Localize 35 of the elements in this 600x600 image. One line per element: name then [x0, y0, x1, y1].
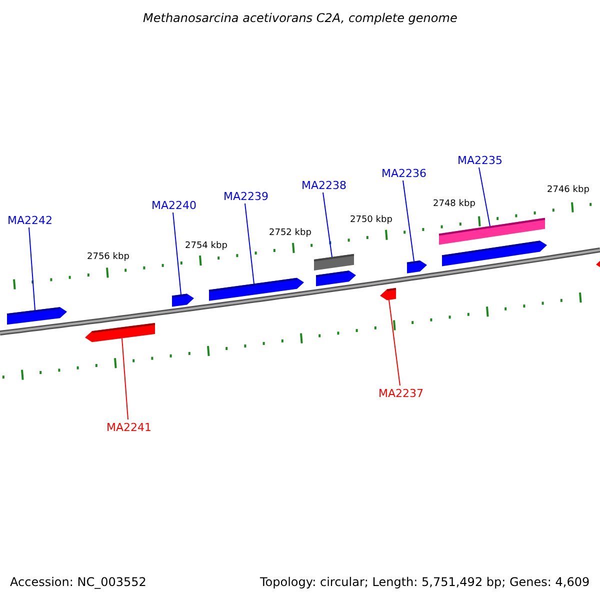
gene-label: MA2242 — [8, 214, 53, 226]
gene-block — [442, 240, 547, 266]
leader-line — [478, 167, 490, 227]
scale-label: 2756 kbp — [87, 250, 130, 264]
feature-bar — [314, 254, 354, 270]
leader-line — [244, 203, 254, 284]
gene-block — [380, 288, 396, 300]
gene-block — [406, 260, 427, 274]
gene-label: MA2237 — [378, 386, 424, 400]
gene-label: MA2241 — [106, 420, 152, 434]
leader-line — [28, 227, 36, 311]
gene-label: MA2240 — [152, 198, 197, 212]
gene-block — [208, 278, 304, 301]
gene-block — [85, 322, 156, 342]
scale-label: 2746 kbp — [547, 184, 590, 196]
leader-line — [172, 212, 182, 296]
leader-line — [122, 338, 128, 420]
footer-text: Topology: circular; Length: 5,751,492 bp; Genes: 4,609 — [260, 576, 590, 588]
leader-line — [388, 299, 400, 386]
gene-block — [6, 307, 67, 325]
gene-label: MA2236 — [382, 166, 427, 180]
feature-bar — [438, 218, 546, 245]
scale-label: 2750 kbp — [350, 214, 392, 226]
gene-block — [172, 294, 194, 307]
gene-block — [316, 270, 356, 286]
footer-text: Accession: NC_003552 — [10, 576, 146, 588]
gene-label: MA2235 — [458, 154, 503, 166]
scale-label: 2752 kbp — [269, 226, 312, 240]
scale-label: 2748 kbp — [433, 198, 476, 210]
leader-line — [402, 180, 414, 262]
gene-label: MA2238 — [302, 178, 347, 192]
title: Methanosarcina acetivorans C2A, complete genome — [143, 12, 458, 24]
gene-label: MA2239 — [224, 190, 269, 202]
scale-label: 2754 kbp — [185, 240, 228, 252]
leader-line — [322, 192, 332, 258]
